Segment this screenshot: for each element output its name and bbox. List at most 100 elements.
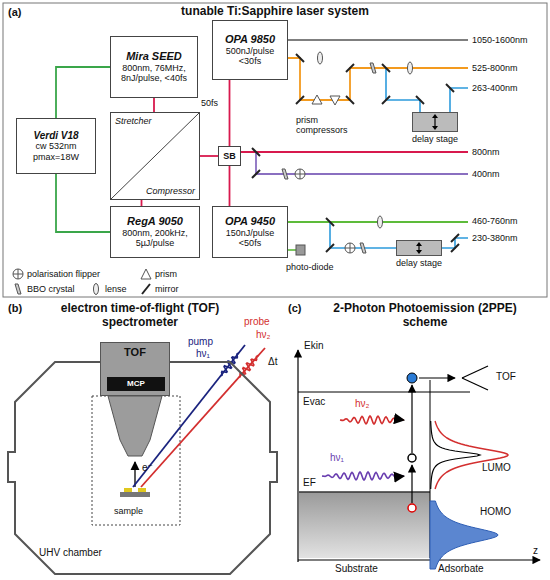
lens [408,62,413,74]
electron-label: e⁻ [142,462,153,474]
wavelength-label: 1050-1600nm [472,35,528,45]
photon-wave [322,472,404,480]
legend-item: mirror [140,283,179,295]
beam-connector [229,166,231,206]
node-text: Compressor [146,186,195,196]
legend-item: BBO crystal [12,283,75,295]
drawing-ellipse [94,284,99,295]
wavelength-label: 460-760nm [472,216,518,226]
legend-symbol [12,283,24,295]
drawing-line [451,244,459,252]
uv-beam [442,238,468,248]
laser-box: OPA 9450150nJ/pulse <50fs [212,206,288,258]
node-title: Stretcher [115,116,152,126]
polarisation-flipper [345,243,355,253]
node-title: RegA 9050 [127,215,183,228]
node-title: TOF [124,346,146,359]
fork-line [462,378,488,390]
fork-line [462,366,488,378]
drawing-line [346,64,354,72]
drawing-line [252,170,260,178]
panel-a-drawing [3,3,547,297]
axis-label: z [533,545,538,557]
region-label: Adsorbate [438,563,484,575]
panel-letter: (b) [8,302,22,315]
tof-tube [108,396,162,456]
state-label: HOMO [480,506,511,518]
drawing-line [446,84,454,92]
substrate-band [299,492,430,558]
node-text: 800nm, 76MHz, 8nJ/pulse, <40fs [115,63,193,84]
stretcher-compressor-box: StretcherCompressor [110,112,200,200]
stage-arrow [413,113,457,131]
sample-label: sample [114,506,143,516]
drawing-line [18,269,19,279]
beam-connector [56,67,110,118]
panel-letter: (a) [8,6,21,19]
legend-item: prism [140,268,177,280]
fermi-level [299,491,430,493]
detector-label: TOF [496,371,516,383]
panel-frame [3,3,547,297]
pump-laser-box: Verdi V18cw 532nm pmax=18W [16,118,96,174]
delay-label: Δt [268,356,277,368]
legend-item: polarisation flipper [12,268,100,280]
dotted-frame [92,396,180,525]
drawing-line [382,64,390,72]
node-text: 150nJ/pulse <50fs [217,228,283,249]
photon-wave [221,353,239,376]
state-peak [435,421,508,489]
stage-arrow-heads [432,114,438,130]
intermediate-electron [408,454,416,462]
photon-energy: hν₁ [330,452,344,464]
sample-crystal [138,488,146,492]
photoelectron [407,373,417,383]
violet-beam [256,152,468,174]
drawing-line [350,243,351,253]
drawing-line [451,234,459,242]
drawing-line [296,54,304,62]
drawing-line [346,96,354,104]
drawing-line [326,244,334,252]
polarisation-flipper [295,169,305,179]
stage-arrow-heads [416,242,422,254]
energy-label: Ekin [304,340,323,352]
ir-beam [288,39,468,41]
state-label: LUMO [482,462,511,474]
photon-energy: hν₂ [256,329,270,341]
photon-wave [340,416,404,424]
green-beam [288,249,296,251]
bbo-crystal [282,169,288,179]
region-label: Substrate [335,563,378,575]
legend-text: mirror [155,284,179,294]
legend-item: lense [90,283,127,295]
node-text: 800nm, 200kHz, 5µJ/pulse [115,228,195,249]
panel-c-drawing [298,350,540,562]
component-label: photo-diode [286,262,334,272]
amplifier-box: RegA 9050800nm, 200kHz, 5µJ/pulse [110,206,200,258]
legend-text: BBO crystal [27,284,75,294]
node-title: OPA 9850 [225,33,275,46]
node-text: 500nJ/pulse <30fs [217,46,283,67]
node-title: SB [223,151,236,161]
legend-symbol [90,283,102,295]
energy-label: EF [303,477,316,489]
component-label: prism compressors [296,115,356,136]
drawing-polygon [141,269,151,279]
red-beam [240,151,468,153]
energy-label: Evac [303,396,325,408]
node-title: Mira SEED [126,50,182,63]
node-title: MCP [127,379,145,388]
generated-strokes [221,353,508,569]
legend-text: prism [155,269,177,279]
drawing-line [142,284,150,294]
bbo-crystal [370,63,376,73]
node-title: delay stage [412,134,458,144]
node-title: Verdi V18 [33,130,78,142]
beam-connector [56,174,110,232]
sample-crystal [124,488,132,492]
laser-box: OPA 9850500nJ/pulse <30fs [212,20,288,80]
prism [330,96,340,105]
